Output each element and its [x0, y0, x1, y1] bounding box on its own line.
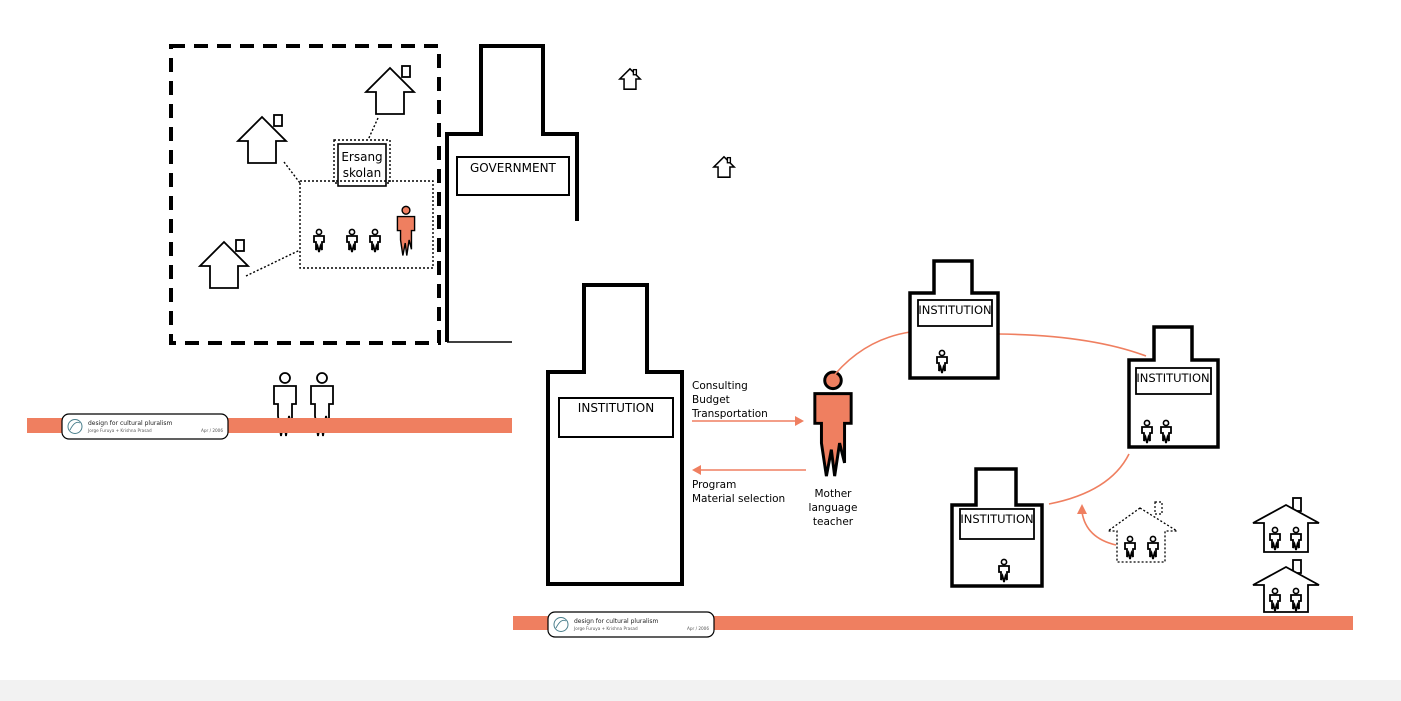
credit-date: Apr / 2006	[687, 626, 709, 631]
outbound-label: Budget	[692, 394, 730, 406]
teacher-label: Mother	[814, 488, 852, 500]
school-label-line1: Ersang	[341, 150, 382, 164]
government-building	[445, 44, 579, 342]
house-icon	[199, 239, 249, 289]
central-institution-label-box	[558, 397, 674, 438]
school-label-line2: skolan	[343, 166, 381, 180]
teacher-label: language	[809, 502, 858, 514]
credit-date: Apr / 2006	[201, 428, 223, 433]
government-label: GOVERNMENT	[470, 161, 557, 175]
prospective-household	[1105, 501, 1180, 563]
classroom-outline	[299, 180, 434, 269]
outbound-label: Transportation	[691, 408, 768, 420]
mother-language-teacher-icon	[813, 370, 853, 478]
bottom-bar	[0, 680, 1401, 701]
outbound-arrowhead	[795, 416, 804, 426]
ground-band	[513, 616, 1353, 630]
teacher-icon	[396, 205, 416, 257]
connector-line	[283, 161, 301, 184]
teacher-label: teacher	[813, 516, 854, 528]
central-institution-label: INSTITUTION	[578, 401, 654, 415]
network-arrowhead	[1077, 504, 1087, 514]
institution-label-box	[1135, 367, 1212, 395]
credit-title: design for cultural pluralism	[574, 618, 658, 625]
outbound-label: Consulting	[692, 380, 748, 392]
credit-authors: Jorge Furuya + Krishna Prasad	[87, 428, 152, 433]
student-icon	[369, 228, 381, 253]
inbound-label: Material selection	[692, 493, 785, 505]
institution-label: INSTITUTION	[960, 512, 1033, 526]
network-link	[997, 333, 1147, 357]
house-icon	[365, 65, 415, 115]
right-scene: INSTITUTION Consulting Budget Transporta…	[513, 259, 1353, 630]
institution-label-box	[917, 299, 993, 327]
inbound-arrowhead	[692, 465, 701, 475]
credit-authors: Jorge Furuya + Krishna Prasad	[573, 626, 638, 631]
student-icon	[313, 228, 325, 253]
institution-label: INSTITUTION	[1136, 371, 1209, 385]
credit-tag: design for cultural pluralism Jorge Furu…	[61, 413, 229, 440]
student-icon	[346, 228, 358, 253]
house-icon	[619, 68, 641, 90]
house-icon	[237, 114, 287, 164]
network-link	[1048, 453, 1130, 505]
network-link	[827, 331, 911, 384]
network-link	[1081, 511, 1117, 546]
municipality-boundary	[169, 44, 441, 345]
credit-tag: design for cultural pluralism Jorge Furu…	[547, 611, 715, 638]
leaf-logo-icon	[67, 419, 83, 434]
house-icon	[713, 156, 735, 178]
credit-title: design for cultural pluralism	[88, 420, 172, 427]
connector-line	[367, 117, 379, 141]
leaf-logo-icon	[553, 617, 569, 632]
institution-label-box	[959, 508, 1035, 540]
institution-label: INSTITUTION	[918, 303, 991, 317]
household-icon	[1252, 497, 1320, 553]
connector-line	[245, 249, 301, 277]
inbound-label: Program	[692, 479, 736, 491]
household-icon	[1252, 559, 1320, 613]
school-label-box	[337, 143, 387, 187]
government-label-box	[456, 156, 570, 196]
